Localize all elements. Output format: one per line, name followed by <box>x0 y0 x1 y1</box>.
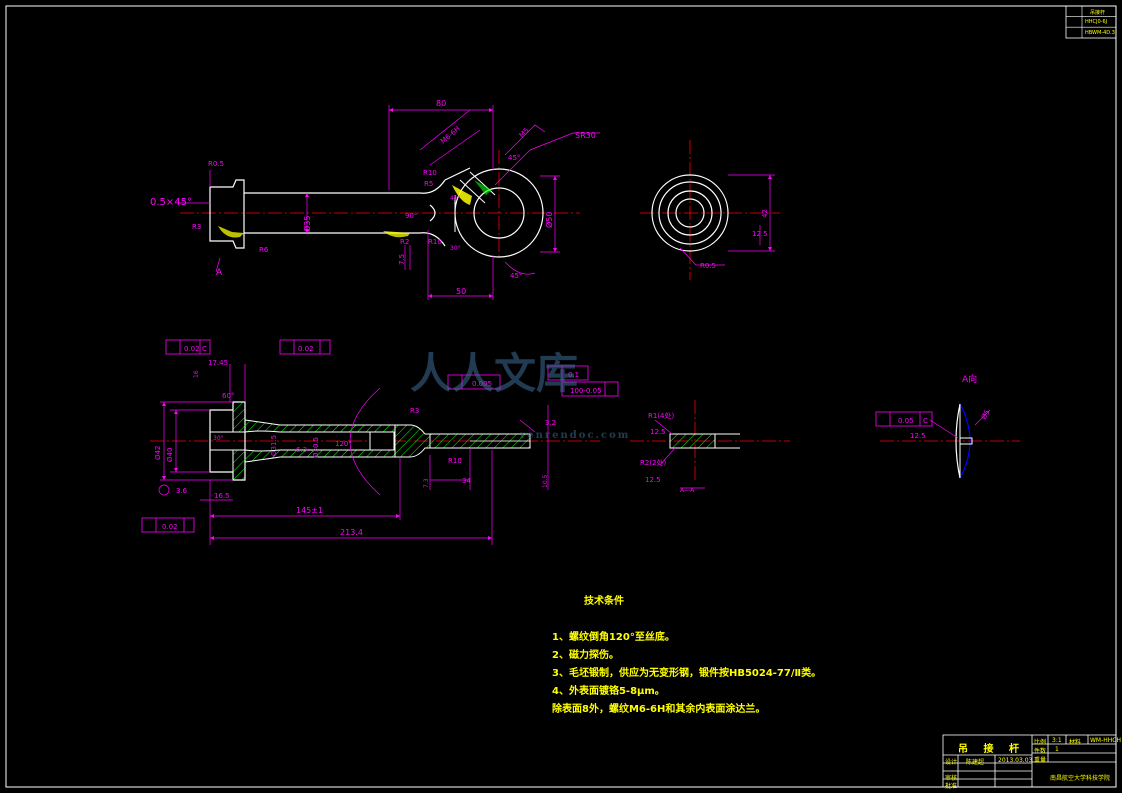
top-75: 7.5 <box>398 254 406 265</box>
top-r2: R2 <box>400 238 409 246</box>
tb-design-label: 设计 <box>945 759 958 766</box>
tb-scale-label: 比例 <box>1034 739 1047 746</box>
sec-dia305: Ø30.5 <box>312 437 320 458</box>
top-r10b: R10 <box>428 238 442 246</box>
sec-30: 30° <box>213 435 224 442</box>
detail-r2: R2(2处) <box>640 458 667 467</box>
tb-qty-value: 1 <box>1055 746 1059 753</box>
tb-drawing-no: WM-HHCH <box>1090 737 1121 744</box>
tb-date: 2013.03.03 <box>998 757 1033 764</box>
watermark-sub: renrendoc.com <box>520 430 631 441</box>
sec-dia315: Ø31.5 <box>270 435 278 456</box>
side-125: 12.5 <box>752 230 768 238</box>
tb-material-label: 材料 <box>1069 739 1082 746</box>
side-r05: R0.5 <box>700 262 716 270</box>
tb-scale-value: 3:1 <box>1052 737 1062 744</box>
sec-73: 7.3 <box>423 478 430 488</box>
detail-view: R1(4处) R2(2处) 12.5 12.5 A—A <box>630 400 790 494</box>
sec-1005: 100-0.05 <box>570 387 601 395</box>
top-sr30: SR30 <box>575 131 596 140</box>
tb-weight-label: 重量 <box>1034 757 1047 764</box>
top-r3: R3 <box>192 223 201 231</box>
top-dim-80: 80 <box>436 99 446 108</box>
top-label-a: A <box>216 268 223 278</box>
sec-36: 3.6 <box>176 487 188 495</box>
tech-req-item-1: 1、螺纹倒角120°至丝底。 <box>552 632 675 643</box>
sec-105: 10.5 <box>542 474 549 488</box>
detail-125b: 12.5 <box>645 476 661 484</box>
sec-dia40: Ø40 <box>166 448 174 462</box>
sec-120: 120° <box>335 440 352 448</box>
aview-datum: C <box>923 417 928 425</box>
tb-part-name: 吊 接 杆 <box>958 744 1025 755</box>
sec-tol1-c: C <box>202 345 207 353</box>
tb-qty-label: 件数 <box>1034 748 1047 755</box>
tech-req-item-4: 4、外表面镀铬5-8μm。 <box>552 686 665 697</box>
sec-32: 3.2 <box>545 419 556 427</box>
corner-row-1: 吊接杆 <box>1090 10 1106 16</box>
corner-box <box>1065 5 1117 39</box>
tech-req-title: 技术条件 <box>584 596 624 607</box>
side-view: R0.5 12.5 42 <box>640 140 780 280</box>
top-dia35: Ø35 <box>302 216 312 232</box>
corner-row-3: HBWM-4D.3 <box>1085 30 1115 36</box>
sec-tol2: 0.02 <box>298 345 314 353</box>
tech-req-item-3: 3、毛坯锻制，供应为无变形钢，锻件按HB5024-77/Ⅱ类。 <box>552 668 822 679</box>
top-45c: 45° <box>450 195 461 202</box>
top-r6: R6 <box>259 246 269 254</box>
corner-row-2: HHCJ0-6J <box>1085 19 1108 25</box>
tech-req-item-5: 除表面8外，螺纹M6-6H和其余内表面涂达兰。 <box>552 704 766 715</box>
top-r5: R5 <box>424 180 433 188</box>
sec-tol1: 0.02 <box>184 345 200 353</box>
top-90: 90° <box>405 212 417 220</box>
sec-r10: R10 <box>448 457 462 465</box>
sec-r3: R3 <box>410 407 419 415</box>
sec-60: 60° <box>222 392 234 400</box>
tb-check-label: 审核 <box>945 775 958 782</box>
sec-tol4: 0.005 <box>472 380 492 388</box>
sec-1451: 145±1 <box>296 506 323 515</box>
top-45a: 45° <box>508 154 520 162</box>
top-45b: 45° <box>510 272 522 280</box>
sec-1745: 17.45 <box>208 359 228 367</box>
aview-title: A向 <box>962 373 977 385</box>
top-30: 30° <box>450 245 461 252</box>
watermark-logo: 人人文库 <box>410 349 579 398</box>
top-m5: M5 <box>518 126 531 139</box>
detail-section: A—A <box>680 487 695 494</box>
tech-req-item-2: 2、磁力探伤。 <box>552 650 619 661</box>
sec-tol3: 0.02 <box>162 523 178 531</box>
top-r05: R0.5 <box>208 160 224 168</box>
title-block <box>942 734 1117 788</box>
a-view: A向 0.05 C 12.5 Ø5 <box>875 373 1020 479</box>
tb-school: 南昌航空大学科技学院 <box>1050 775 1111 782</box>
section-view: 0.02 C 0.02 0.02 0.005 0.1 100-0.05 17.4… <box>141 339 619 545</box>
detail-125a: 12.5 <box>650 428 666 436</box>
drawing-border <box>5 5 1117 788</box>
sec-63: 6.3 <box>296 446 307 454</box>
aview-125: 12.5 <box>910 432 926 440</box>
top-m6: M6-6H <box>439 125 462 146</box>
top-chamfer: 0.5×45° <box>150 197 192 208</box>
tb-designer: 陈建超 <box>966 759 985 766</box>
tb-approve-label: 批准 <box>945 783 958 790</box>
sec-2134: 213.4 <box>340 528 363 537</box>
aview-dia5: Ø5 <box>980 408 992 421</box>
aview-tol: 0.05 <box>898 417 914 425</box>
sec-34: 34 <box>462 477 471 485</box>
side-42: 42 <box>761 209 769 218</box>
top-dia50: Ø50 <box>544 212 554 228</box>
top-r10a: R10 <box>423 169 437 177</box>
sec-165: 16.5 <box>214 492 230 500</box>
sec-16: 16 <box>193 370 200 378</box>
top-view: 80 50 0.5×45° R0.5 R3 R6 R5 R10 R10 R2 Ø… <box>150 99 600 300</box>
sec-tol5: 0.1 <box>568 371 579 379</box>
top-dim-50: 50 <box>456 287 466 296</box>
sec-dia42: Ø42 <box>154 446 162 460</box>
detail-r1: R1(4处) <box>648 411 675 420</box>
